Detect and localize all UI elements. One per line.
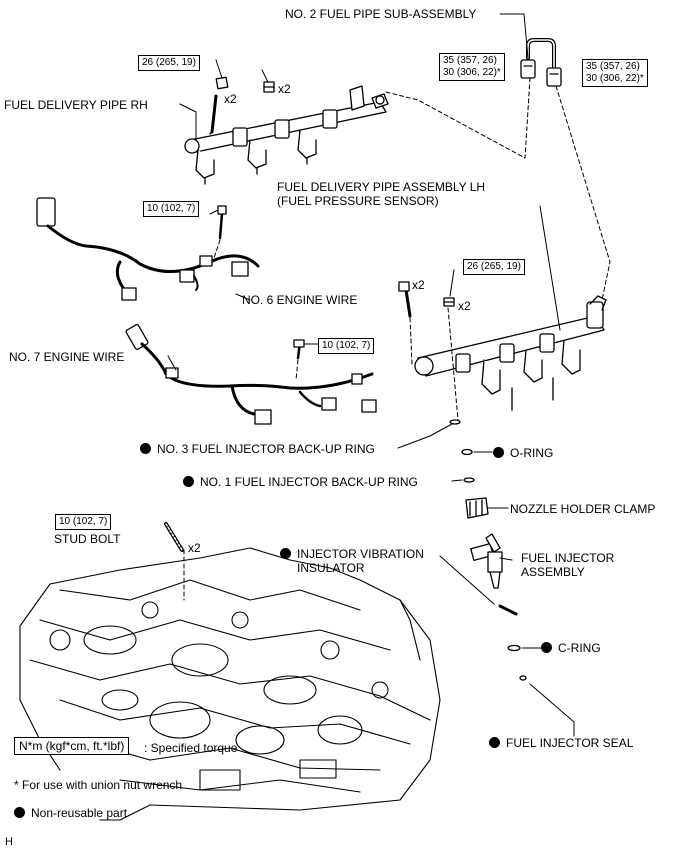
torque-box-pipe-left: 35 (357, 26) 30 (306, 22)* — [439, 53, 505, 81]
label-nozzle-holder-clamp: NOZZLE HOLDER CLAMP — [510, 502, 656, 516]
rh-nut — [263, 81, 275, 93]
no1-backup-text: NO. 1 FUEL INJECTOR BACK-UP RING — [200, 475, 418, 489]
stud-bolt-shape — [164, 522, 184, 552]
no6-bolt — [217, 205, 227, 240]
injector-seal-shape — [519, 675, 527, 681]
fuel-injector-shape — [470, 533, 503, 589]
lh-bolt — [398, 281, 412, 318]
label-fuel-delivery-pipe-rh: FUEL DELIVERY PIPE RH — [4, 98, 148, 112]
torque-box-rh-bolt: 26 (265, 19) — [138, 55, 200, 71]
lh-bolt-multiplier: x2 — [412, 278, 425, 292]
c-ring-text: C-RING — [558, 641, 601, 655]
figure-code: H — [5, 836, 13, 848]
label-no3-backup-ring: NO. 3 FUEL INJECTOR BACK-UP RING — [140, 442, 375, 456]
lh-nut-multiplier: x2 — [458, 299, 471, 313]
fuel-pipe-sub-assembly — [520, 38, 562, 87]
label-fuel-injector-seal: FUEL INJECTOR SEAL — [489, 736, 633, 750]
nonreusable-dot — [183, 476, 194, 487]
nozzle-holder-clamp-shape — [465, 497, 489, 519]
label-c-ring: C-RING — [541, 641, 601, 655]
injector-line2: ASSEMBLY — [521, 565, 585, 579]
nonreusable-dot — [140, 443, 151, 454]
no3-backup-ring-shape — [449, 419, 461, 425]
legend-torque-unit: N*m (kgf*cm, ft.*lbf) — [14, 737, 130, 755]
label-fuel-pipe-sub-assembly: NO. 2 FUEL PIPE SUB-ASSEMBLY — [285, 7, 477, 21]
label-lh-line1: FUEL DELIVERY PIPE ASSEMBLY LH — [277, 180, 486, 194]
torque-box-stud: 10 (102, 7) — [55, 514, 112, 530]
label-stud-bolt: STUD BOLT — [54, 532, 121, 546]
torque-box-no6-bolt: 10 (102, 7) — [143, 201, 200, 217]
no3-backup-text: NO. 3 FUEL INJECTOR BACK-UP RING — [157, 442, 375, 456]
fuel-delivery-pipe-rh — [184, 85, 389, 185]
vib-insulator-shape — [498, 604, 518, 616]
engine-block — [19, 547, 441, 821]
no1-backup-ring-shape — [463, 477, 475, 483]
injector-line1: FUEL INJECTOR — [521, 551, 615, 565]
stud-multiplier: x2 — [188, 541, 201, 555]
label-injector-vibration-insulator: INJECTOR VIBRATION INSULATOR — [280, 547, 424, 575]
label-o-ring: O-RING — [493, 446, 553, 460]
lh-nut — [443, 297, 455, 307]
torque-box-no7-bolt: 10 (102, 7) — [318, 338, 375, 354]
label-no7-engine-wire: NO. 7 ENGINE WIRE — [9, 350, 125, 364]
no6-engine-wire — [36, 197, 260, 301]
legend-union-note: * For use with union nut wrench — [14, 778, 183, 792]
no7-engine-wire — [125, 324, 377, 425]
torque-pipe-right-1: 35 (357, 26) — [586, 61, 640, 72]
nonreusable-dot — [280, 548, 291, 559]
label-fuel-delivery-pipe-lh: FUEL DELIVERY PIPE ASSEMBLY LH (FUEL PRE… — [277, 180, 485, 208]
legend-torque-desc: : Specified torque — [144, 741, 238, 755]
oring-text: O-RING — [510, 446, 554, 460]
vib-line2: INSULATOR — [297, 561, 365, 575]
label-lh-line2: (FUEL PRESSURE SENSOR) — [277, 194, 439, 208]
label-fuel-injector-assembly: FUEL INJECTOR ASSEMBLY — [521, 551, 614, 579]
torque-pipe-left-1: 35 (357, 26) — [443, 55, 497, 66]
torque-pipe-left-2: 30 (306, 22)* — [443, 67, 501, 78]
label-no1-backup-ring: NO. 1 FUEL INJECTOR BACK-UP RING — [183, 475, 418, 489]
vib-line1: INJECTOR VIBRATION — [280, 547, 424, 561]
vib-line1-text: INJECTOR VIBRATION — [297, 547, 424, 561]
nonreusable-dot — [489, 737, 500, 748]
legend-nonreusable: Non-reusable part — [14, 806, 127, 820]
c-ring-shape — [507, 644, 521, 652]
torque-box-pipe-right: 35 (357, 26) 30 (306, 22)* — [582, 59, 648, 87]
nonreusable-dot — [541, 642, 552, 653]
legend-nonreusable-text: Non-reusable part — [31, 806, 128, 820]
rh-bolt — [209, 76, 229, 135]
fuel-delivery-pipe-lh — [414, 295, 607, 411]
nonreusable-dot — [14, 807, 25, 818]
rh-nut-multiplier: x2 — [278, 82, 291, 96]
no7-bolt — [293, 339, 305, 360]
nonreusable-dot — [493, 447, 504, 458]
rh-bolt-multiplier: x2 — [224, 92, 237, 106]
injector-seal-text: FUEL INJECTOR SEAL — [506, 736, 634, 750]
oring-shape — [461, 448, 473, 456]
torque-box-lh-bolt: 26 (265, 19) — [463, 259, 525, 275]
label-no6-engine-wire: NO. 6 ENGINE WIRE — [242, 293, 358, 307]
torque-pipe-right-2: 30 (306, 22)* — [586, 73, 644, 84]
